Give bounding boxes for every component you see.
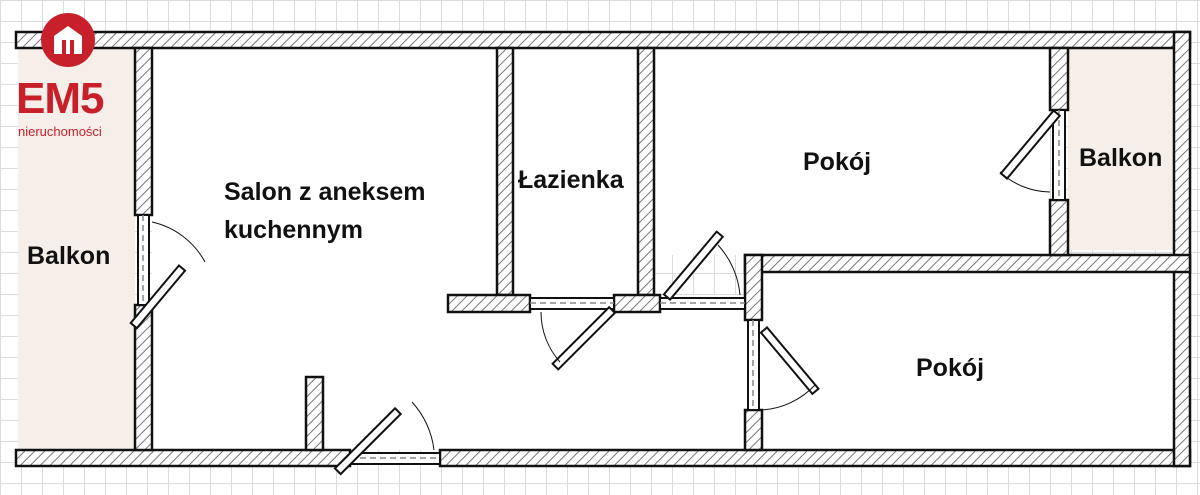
label-room-lower: Pokój [916,354,985,382]
label-bathroom: Łazienka [518,166,624,194]
bathroom-area [513,48,638,295]
hall-area [497,295,762,450]
doors [129,109,1066,476]
room-upper-area [654,48,1050,255]
logo-brand: EM5 [16,74,104,123]
label-living-line2: kuchennym [224,216,363,244]
living-room-area [152,48,497,450]
logo-subtitle: nieruchomości [18,124,102,139]
label-room-upper: Pokój [803,148,872,176]
label-living-line1: Salon z aneksem [224,178,426,206]
label-balcony-left: Balkon [27,242,111,270]
room-lower-area [762,272,1174,450]
label-balcony-right: Balkon [1079,144,1163,172]
house-logo-icon [41,13,95,67]
balcony-right-area [1068,48,1174,250]
balcony-left-area [18,48,135,450]
